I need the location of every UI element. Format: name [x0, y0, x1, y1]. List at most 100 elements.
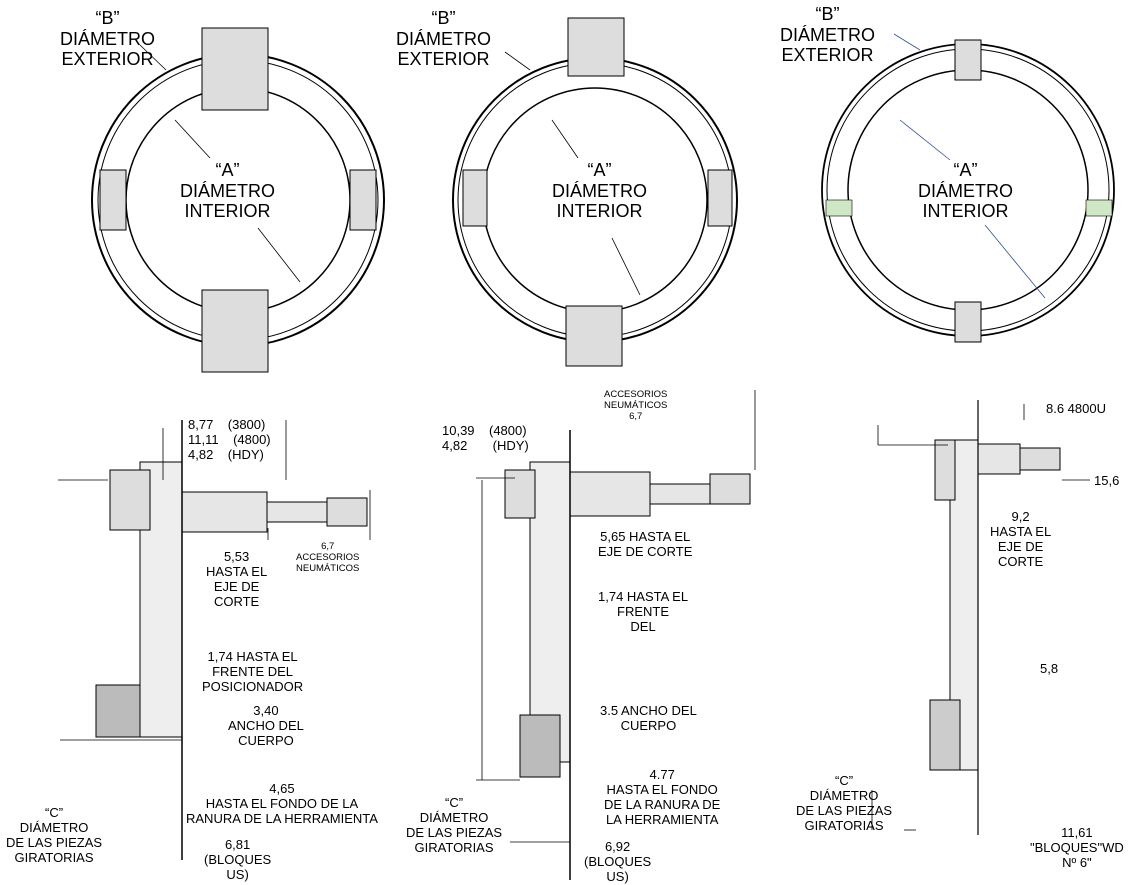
- sv3-c-word1: DIÁMETRO: [809, 787, 879, 803]
- sv1-blocks-value: 6,81: [224, 837, 251, 852]
- sv1-blocks-label: 6,81 (BLOQUES US): [204, 837, 272, 883]
- sv1-front-line2: FRENTE DEL: [212, 663, 294, 679]
- sv1-groove-label: 4,65 HASTA EL FONDO DE LA RANURA DE LA H…: [186, 781, 378, 827]
- sv2-dim-2-model: (HDY): [492, 437, 529, 453]
- ring-3-inner-label: “A” DIÁMETRO INTERIOR: [918, 160, 1013, 222]
- sv3-cut-axis-label: 9,2 HASTA EL EJE DE CORTE: [990, 509, 1052, 570]
- sv1-c-label: “C” DIÁMETRO DE LAS PIEZAS GIRATORIAS: [6, 805, 103, 866]
- sv2-c-word3: GIRATORIAS: [414, 839, 494, 855]
- sv1-cut-axis-word3: CORTE: [213, 593, 260, 609]
- sv2-c-letter: “C”: [445, 795, 464, 810]
- sv1-body-width-word1: ANCHO DEL: [228, 717, 304, 733]
- sv2-front-line3: DEL: [630, 618, 656, 634]
- ring-2-inner-letter: “A”: [587, 160, 612, 180]
- sv1-pneumatic-word2: NEUMÁTICOS: [296, 562, 360, 574]
- sv1-groove-line1: HASTA EL FONDO DE LA: [205, 795, 359, 811]
- sv1-pneumatic-label: 6,7 ACCESORIOS NEUMÁTICOS: [296, 541, 360, 575]
- sv1-dim-2: 11,11 (4800): [188, 431, 271, 448]
- ring-2-outer-letter: “B”: [431, 8, 456, 28]
- side-view-1: [58, 420, 371, 860]
- ring-view-3: [821, 33, 1115, 343]
- sv2-dim-2-value: 4,82: [442, 437, 468, 453]
- ring-1-outer-word1: DIÁMETRO: [60, 28, 156, 49]
- sv1-c-word3: GIRATORIAS: [14, 849, 94, 865]
- ring-3-inner-letter: “A”: [953, 160, 978, 180]
- ring-3-inner-word2: INTERIOR: [922, 201, 1009, 222]
- ring-view-2: [452, 17, 738, 367]
- sv2-cut-axis-label: 5,65 HASTA EL EJE DE CORTE: [598, 529, 693, 560]
- ring-2-inner-word2: INTERIOR: [556, 201, 643, 222]
- sv2-groove-line3: LA HERRAMIENTA: [605, 811, 719, 827]
- ring-2-inner-word1: DIÁMETRO: [552, 180, 648, 201]
- sv3-mid-dim: 5,8: [1040, 661, 1059, 676]
- sv2-blocks-word2: US): [606, 868, 629, 884]
- sv3-cut-axis-word1: HASTA EL: [990, 523, 1052, 539]
- sv2-dim-1-value: 10,39: [442, 423, 475, 438]
- sv1-dim-3: 4,82 (HDY): [188, 446, 271, 463]
- sv3-cut-axis-word2: EJE DE: [997, 538, 1044, 554]
- sv2-top-dims: 10,39 (4800) 4,82 (HDY): [442, 423, 529, 454]
- sv3-blocks-value: 11,61: [1061, 825, 1093, 840]
- sv1-dim-3-model: (HDY): [227, 446, 264, 462]
- sv2-body-width-label: 3.5 ANCHO DEL CUERPO: [600, 703, 697, 734]
- sv3-blocks-label: 11,61 "BLOQUES"WD Nº 6": [1030, 825, 1124, 871]
- sv1-c-word2: DE LAS PIEZAS: [6, 834, 103, 850]
- sv2-cut-axis-line1: 5,65 HASTA EL: [600, 529, 691, 544]
- sv2-blocks-word1: (BLOQUES: [584, 853, 652, 869]
- ring-2-outer-label: “B” DIÁMETRO EXTERIOR: [396, 8, 491, 70]
- sv3-c-letter: “C”: [835, 773, 854, 788]
- sv1-body-width-label: 3,40 ANCHO DEL CUERPO: [228, 703, 304, 749]
- sv2-pneumatic-word1: ACCESORIOS: [604, 389, 668, 400]
- ring-3-outer-word1: DIÁMETRO: [780, 24, 876, 45]
- ring-2-outer-word1: DIÁMETRO: [396, 28, 492, 49]
- sv1-blocks-word1: (BLOQUES: [204, 851, 272, 867]
- sv1-blocks-word2: US): [226, 866, 249, 882]
- sv1-groove-line2: RANURA DE LA HERRAMIENTA: [186, 810, 378, 826]
- sv1-cut-axis-word2: EJE DE: [213, 578, 260, 594]
- sv1-c-letter: “C”: [45, 805, 64, 820]
- sv1-dim-1: 8,77 (3800): [188, 417, 271, 433]
- sv2-c-label: “C” DIÁMETRO DE LAS PIEZAS GIRATORIAS: [406, 795, 503, 856]
- sv2-cut-axis-line2: EJE DE CORTE: [598, 543, 693, 559]
- sv3-c-word3: GIRATORIAS: [804, 817, 884, 833]
- sv2-blocks-label: 6,92 (BLOQUES US): [584, 839, 652, 885]
- ring-2-inner-label: “A” DIÁMETRO INTERIOR: [552, 160, 647, 222]
- sv2-dim-1: 10,39 (4800): [442, 423, 529, 439]
- sv2-dim-2: 4,82 (HDY): [442, 437, 529, 454]
- sv2-pneumatic-value: 6,7: [629, 410, 643, 422]
- sv1-cut-axis-label: 5,53 HASTA EL EJE DE CORTE: [206, 549, 267, 610]
- sv3-blocks-word1: "BLOQUES"WD: [1030, 839, 1124, 855]
- sv2-front-line2: FRENTE: [617, 603, 670, 619]
- sv3-blocks-word2: Nº 6": [1062, 854, 1092, 870]
- ring-1-inner-word1: DIÁMETRO: [180, 180, 276, 201]
- ring-3-outer-word2: EXTERIOR: [781, 45, 874, 66]
- ring-1-outer-letter: “B”: [95, 8, 120, 28]
- sv2-c-word2: DE LAS PIEZAS: [406, 824, 503, 840]
- side-view-2: [476, 390, 756, 880]
- sv1-body-width-value: 3,40: [253, 703, 279, 718]
- sv2-body-width-line2: CUERPO: [620, 717, 677, 733]
- sv1-c-word1: DIÁMETRO: [19, 819, 89, 835]
- ring-view-1: [91, 27, 385, 373]
- ring-2-outer-word2: EXTERIOR: [397, 49, 490, 70]
- sv2-pneumatic-label: ACCESORIOS NEUMÁTICOS 6,7: [604, 389, 668, 423]
- ring-1-outer-label: “B” DIÁMETRO EXTERIOR: [60, 8, 155, 70]
- sv2-front-label: 1,74 HASTA EL FRENTE DEL: [598, 589, 689, 635]
- sv1-pneumatic-value: 6,7: [321, 541, 335, 552]
- side-view-3: [871, 400, 1090, 835]
- ring-1-inner-label: “A” DIÁMETRO INTERIOR: [180, 160, 275, 222]
- sv2-body-width-line1: 3.5 ANCHO DEL: [600, 703, 697, 718]
- sv2-groove-line2: DE LA RANURA DE: [604, 796, 721, 812]
- ring-1-outer-word2: EXTERIOR: [61, 49, 154, 70]
- sv1-top-dims: 8,77 (3800) 11,11 (4800) 4,82 (HDY): [188, 417, 271, 463]
- sv1-dim-2-model: (4800): [233, 431, 271, 447]
- sv1-dim-1-model: (3800): [227, 417, 266, 432]
- sv1-front-line1: 1,74 HASTA EL: [207, 649, 298, 664]
- sv2-front-line1: 1,74 HASTA EL: [598, 589, 689, 604]
- sv3-cut-axis-word3: CORTE: [997, 553, 1044, 569]
- ring-3-outer-letter: “B”: [815, 4, 840, 24]
- sv2-groove-label: 4.77 HASTA EL FONDO DE LA RANURA DE LA H…: [604, 767, 721, 828]
- sv1-front-line3: POSICIONADOR: [202, 678, 304, 694]
